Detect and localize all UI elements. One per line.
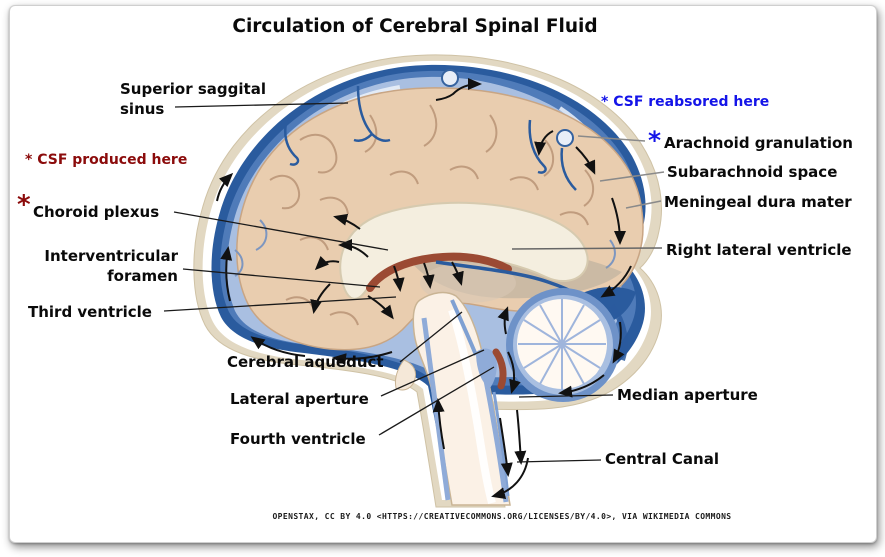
red-asterisk-mark: *	[17, 190, 31, 220]
label-interventricular-foramen: Interventricular foramen	[44, 247, 178, 285]
label-central-canal: Central Canal	[605, 450, 719, 468]
fourth-ventricle-choroid	[492, 348, 507, 390]
label-subarachnoid-space: Subarachnoid space	[667, 163, 838, 181]
label-arachnoid-granulation: Arachnoid granulation	[664, 134, 853, 152]
central-canal-shape	[492, 391, 510, 497]
blue-asterisk-mark: *	[648, 126, 662, 155]
label-lateral-aperture: Lateral aperture	[230, 390, 369, 408]
brainstem-spinal-cord	[395, 291, 511, 506]
attribution-text: OpenStax, CC BY 4.0 <https://creativecom…	[272, 512, 732, 521]
csf-flow-arrows	[216, 78, 632, 499]
leader-lines-black	[163, 102, 614, 463]
choroid-plexus-shape	[366, 252, 512, 292]
arachnoid-granulation-right	[556, 129, 574, 147]
cerebellum	[506, 288, 628, 402]
label-choroid-plexus: Choroid plexus	[33, 203, 160, 221]
veins-and-granulations	[284, 69, 577, 191]
cerebral-aqueduct-shape	[450, 299, 478, 356]
note-csf-reabsorbed: * CSF reabsored here	[601, 94, 770, 110]
label-median-aperture: Median aperture	[617, 386, 758, 404]
arachnoid-granulation-top	[441, 69, 459, 87]
arbor-vitae	[518, 299, 606, 390]
midline-structures	[339, 201, 636, 326]
label-cerebral-aqueduct: Cerebral aqueduct	[227, 353, 384, 371]
fourth-ventricle-shape	[476, 348, 497, 388]
note-csf-produced: * CSF produced here	[25, 152, 188, 168]
label-meningeal-dura-mater: Meningeal dura mater	[664, 193, 852, 211]
label-right-lateral-ventricle: Right lateral ventricle	[666, 241, 852, 259]
leader-lines-gray	[511, 135, 665, 250]
label-superior-sagittal-sinus: Superior saggital sinus	[120, 80, 266, 118]
page-title: Circulation of Cerebral Spinal Fluid	[232, 16, 598, 37]
label-fourth-ventricle: Fourth ventricle	[230, 430, 366, 448]
label-third-ventricle: Third ventricle	[28, 303, 152, 321]
